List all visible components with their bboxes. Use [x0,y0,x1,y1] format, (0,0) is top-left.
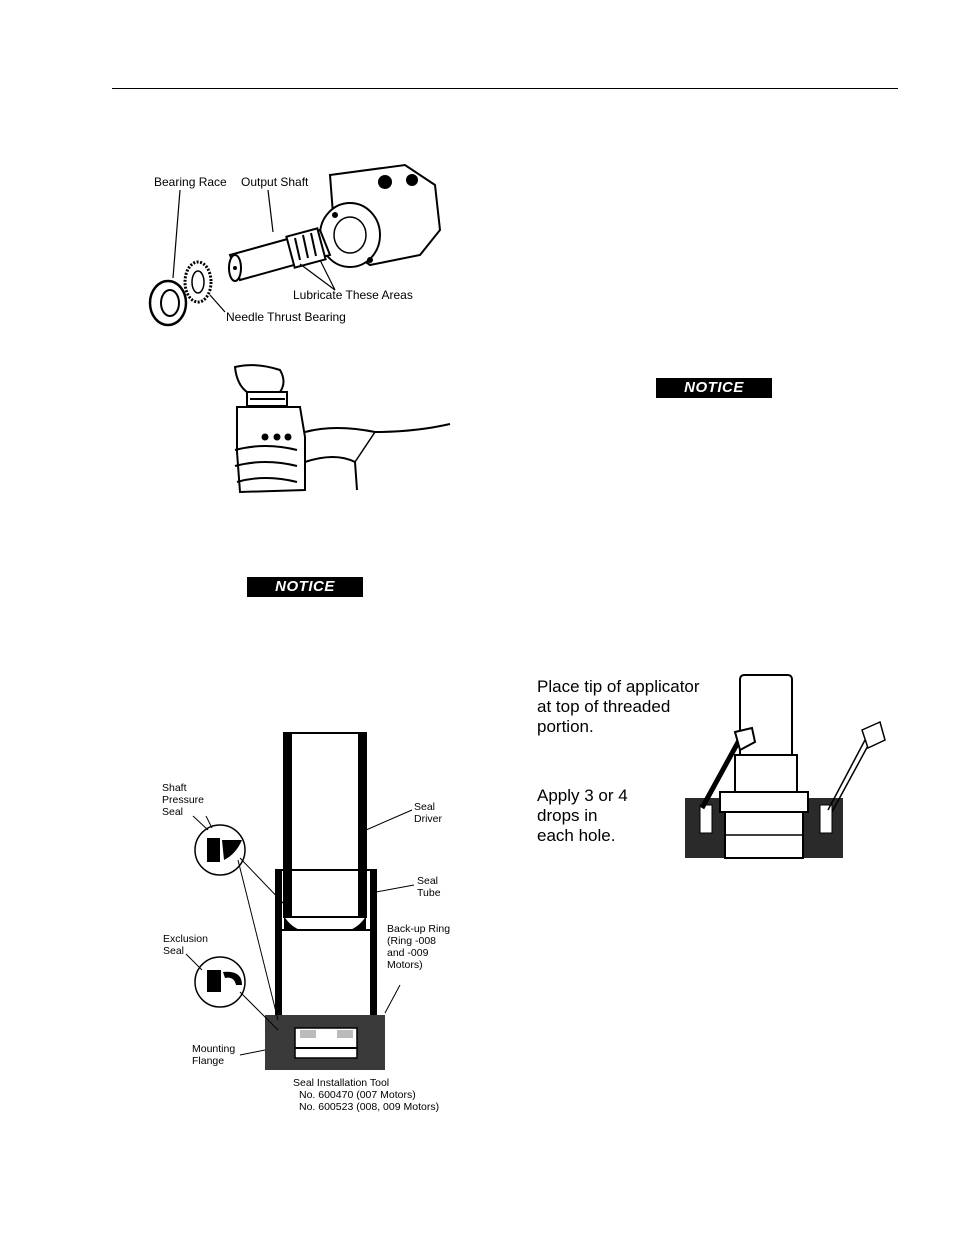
label-exclusion-seal: Exclusion Seal [163,933,208,957]
figure-hands-motor [225,362,455,500]
shaft-assembly-illustration [148,163,442,327]
label-lubricate-areas: Lubricate These Areas [293,288,413,302]
label-backup-ring: Back-up Ring (Ring -008 and -009 Motors) [387,923,451,971]
notice-badge-left: NOTICE [247,577,363,597]
header-rule [112,88,898,89]
label-output-shaft: Output Shaft [241,175,309,189]
label-shaft-pressure-seal: Shaft Pressure Seal [162,782,205,818]
applicator-illustration [685,674,886,859]
label-seal-tube: Seal Tube [417,875,441,899]
figure-seal-installation: Shaft Pressure Seal Seal Driver Seal Tub… [160,730,460,1125]
notice-badge-right: NOTICE [656,378,772,398]
label-needle-thrust-bearing: Needle Thrust Bearing [226,310,346,324]
figure-applicator [680,670,900,865]
label-seal-installation-tool: Seal Installation Tool No. 600470 (007 M… [293,1077,440,1113]
hands-motor-illustration [233,364,451,494]
figure-shaft-assembly: Bearing Race Output Shaft Lubricate Thes… [140,160,450,335]
text-apply-drops: Apply 3 or 4 drops in each hole. [537,786,628,845]
label-seal-driver: Seal Driver [414,801,442,825]
label-mounting-flange: Mounting Flange [192,1043,236,1067]
label-bearing-race: Bearing Race [154,175,227,189]
text-place-tip: Place tip of applicator at top of thread… [537,677,700,736]
seal-installation-illustration [185,732,415,1070]
